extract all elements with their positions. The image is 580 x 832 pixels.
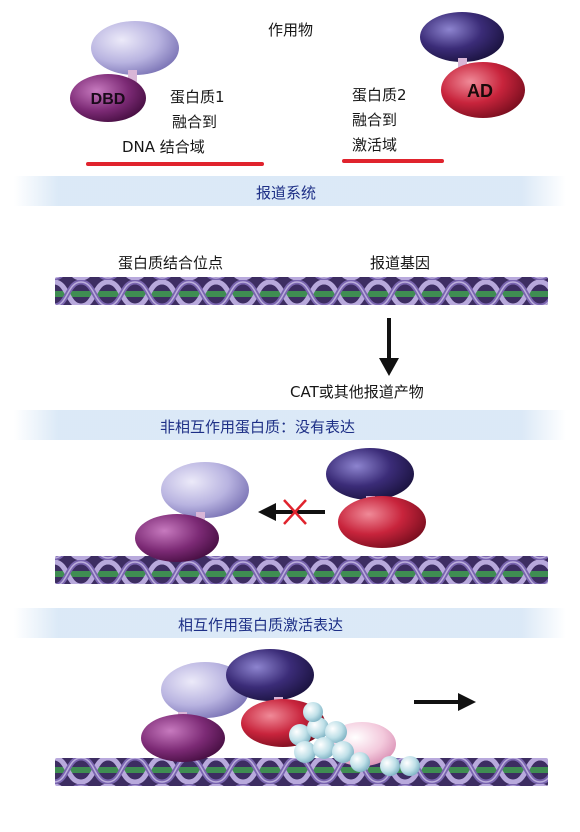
complex-ball [380, 756, 400, 776]
non-interacting-heading: 非相互作用蛋白质：没有表达 [160, 418, 356, 436]
complex-ball [294, 741, 316, 763]
non-interacting-heading-band [14, 410, 566, 440]
dna-strand-non-interacting [55, 556, 548, 584]
protein2-line3: 激活域 [352, 136, 398, 154]
lavender-protein-shape [91, 21, 179, 75]
indigo-protein-shape-3 [226, 649, 314, 701]
complex-ball [325, 721, 347, 743]
reporter-product-label: CAT或其他报道产物 [290, 383, 424, 401]
ad-label: AD [467, 81, 493, 101]
indigo-protein-shape [420, 12, 504, 62]
complex-ball [289, 724, 311, 746]
ad-domain-shape-2 [338, 496, 426, 548]
protein1-line1: 蛋白质1 [170, 88, 225, 106]
complex-ball [350, 752, 370, 772]
left-arrow-icon [258, 503, 276, 521]
ad-domain-shape [441, 62, 525, 118]
down-arrow-icon [379, 358, 399, 376]
dbd-domain-shape [70, 74, 146, 122]
protein2-line1: 蛋白质2 [352, 86, 407, 104]
binding-site-label: 蛋白质结合位点 [118, 254, 224, 272]
complex-ball [400, 756, 420, 776]
indigo-protein-shape-2 [326, 448, 414, 500]
protein1-line2: 融合到 [172, 113, 218, 131]
interacting-heading: 相互作用蛋白质激活表达 [178, 616, 344, 634]
dbd-domain-shape-3 [141, 714, 225, 762]
complex-ball [303, 702, 323, 722]
right-arrow-icon [458, 693, 476, 711]
complex-ball [332, 741, 354, 763]
lavender-protein-shape-2 [161, 462, 249, 518]
complex-ball [307, 717, 329, 739]
dna-strand-interacting [55, 758, 548, 786]
linker-shape [128, 70, 137, 82]
complex-ball [313, 737, 335, 759]
dbd-domain-shape-2 [135, 514, 219, 562]
protein2-line2: 融合到 [352, 111, 398, 129]
dbd-label: DBD [91, 91, 126, 108]
reporter-heading-band [14, 176, 566, 206]
linker-shape-3 [196, 512, 205, 522]
effector-heading: 作用物 [268, 21, 314, 39]
interacting-heading-band [14, 608, 566, 638]
dna-strand-reporter [55, 277, 548, 305]
reporter-gene-label: 报道基因 [370, 254, 431, 272]
transcription-complex-balls [289, 702, 420, 776]
protein1-line3: DNA 结合域 [122, 138, 205, 156]
cross-mark-icon-b [283, 499, 307, 525]
reporter-heading: 报道系统 [256, 184, 317, 202]
linker-shape-2 [458, 58, 467, 70]
